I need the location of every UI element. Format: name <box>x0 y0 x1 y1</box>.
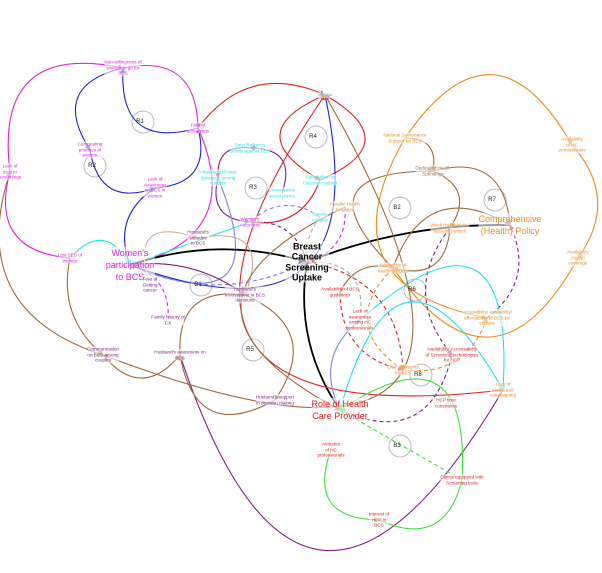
link-bcsu-to-oop <box>306 261 406 371</box>
node-dedicated: Dedicated Health Spendings <box>415 165 451 177</box>
loop-label-r6: R6 <box>408 287 416 293</box>
node-gender: Gender equality <box>312 211 328 223</box>
node-role: Role of Health Care Provider <box>311 397 369 423</box>
link-lacktrust-to-communication <box>0 171 104 357</box>
link-stigma-to-communication <box>102 94 414 408</box>
link-interest-to-clinics <box>378 479 464 530</box>
loop-label-b1: B1 <box>194 282 202 288</box>
loop-label-b3: B3 <box>393 443 401 449</box>
node-fear: Fear of screenings <box>186 122 210 134</box>
node-husattitude: Husband's attitudes to BCS <box>187 229 209 247</box>
node-national: National Governance Support for BCS <box>383 132 427 144</box>
node-oop: OOP payments for BCS <box>387 364 419 376</box>
link-lowses-to-lacktrust <box>4 171 71 259</box>
node-stigma: Stigma <box>317 92 333 98</box>
link-hussupport-to-husaware <box>178 354 276 416</box>
node-comprehensive: Comprehensive (Health) Policy <box>478 212 542 238</box>
node-media: Lack of Media and campaigning <box>489 381 517 399</box>
link-media-to-husaware <box>178 354 504 551</box>
node-lacktrust: Lack of trust in screenings <box>0 163 22 181</box>
node-weak: Weak Health/social security System <box>430 222 470 234</box>
link-dedicated-to-weak <box>432 170 461 229</box>
loop-label-r3: R3 <box>249 185 257 191</box>
loop-label-r5: R5 <box>246 347 254 353</box>
link-national-to-availhcp <box>404 74 573 146</box>
link-nonwill-to-compete <box>74 67 124 151</box>
link-attitudes-to-interest <box>324 449 380 523</box>
loop-label-r4: R4 <box>309 134 317 140</box>
loop-label-r2: R2 <box>88 163 96 169</box>
link-lackawarehc-to-media <box>359 265 507 391</box>
loop-circle-b2 <box>388 196 412 220</box>
node-hcptime: HCP time constraints <box>434 397 458 409</box>
node-husinvolve: Husband's involvement in BCS decisions <box>224 286 266 304</box>
node-screentech: Availability/ Accessability of Screening… <box>425 346 479 364</box>
node-bcsu: Breast Cancer Screening Uptake <box>285 241 329 283</box>
node-budgets: Availability of health budgets <box>377 262 409 274</box>
loop-label-r1: R1 <box>136 119 144 125</box>
loop-label-r7: R7 <box>488 197 496 203</box>
node-imbalanced: Imbalanced Power dynamics among couples <box>198 169 238 187</box>
node-communication: Communication on BCS among couples <box>87 346 119 364</box>
loop-label-r8: R8 <box>414 372 422 378</box>
loop-circle-r5 <box>241 338 265 362</box>
node-lackaware: Lack of Awareness on BCS in women <box>143 176 167 200</box>
node-conservative: Conservative social norms <box>268 187 296 199</box>
node-clinics: Clinics equipped with Screening tools <box>440 474 484 486</box>
node-strict: Strict Religious beliefs against BCS <box>229 142 271 154</box>
node-autonomy: Women's Autonomy <box>239 216 261 228</box>
loop-circle-r7 <box>483 188 507 212</box>
node-parallel: Parallel Health Priorities <box>330 201 360 213</box>
link-availhcp-to-coverage <box>571 144 599 259</box>
node-attitudes: Attitudes of HC professionals <box>317 441 345 459</box>
node-family: Family history of CX <box>151 314 185 326</box>
loop-circle-r1 <box>131 110 155 134</box>
node-paternal: Paternalism in Decision making <box>303 174 337 186</box>
link-coverage-to-budgets <box>392 257 579 338</box>
node-nonwill: Non-willingness of women to go for BCS <box>104 59 142 77</box>
node-lackawarehc: Lack of awareness among HC professionals <box>346 308 374 332</box>
link-clinics-to-role <box>339 409 463 481</box>
node-guidelines: Availability of BCS guidelines <box>321 286 359 298</box>
node-compete: Compeating priorities of women <box>77 141 103 159</box>
link-national-to-access <box>375 137 488 320</box>
link-role-to-bcsu <box>301 261 341 411</box>
link-husattitude-to-husinvolve <box>197 235 254 296</box>
link-clinics-to-role <box>339 378 464 481</box>
link-lacktrust-to-nonwill <box>7 62 124 173</box>
link-communication-to-husaware <box>102 354 181 379</box>
node-husaware: Husband's awareness on BCS <box>154 349 206 361</box>
loop-circle-r3 <box>244 176 268 200</box>
loop-circle-r4 <box>304 125 328 149</box>
link-weak-to-screentech <box>425 227 453 356</box>
link-fear-to-nonwill <box>119 67 199 134</box>
link-budgets-to-oop <box>366 267 404 371</box>
node-availhcp: Availability of HC professionals <box>558 136 586 154</box>
loop-label-b2: B2 <box>393 205 401 211</box>
node-access: Accessibility/ availability/ affordabili… <box>461 309 513 327</box>
link-parallel-to-role <box>240 206 346 411</box>
node-fearcancer: Fear of Getting cancer <box>142 276 158 294</box>
link-stigma-to-paternal <box>279 94 326 181</box>
link-fear-to-stigma <box>197 82 326 129</box>
link-paternal-to-stigma <box>319 94 366 181</box>
node-coverage: Availability Health coverage <box>566 249 590 267</box>
loop-circle-b3 <box>388 434 412 458</box>
node-hussupport: Husband's support in decision making <box>255 394 295 406</box>
link-budgets-to-dedicated <box>352 168 434 269</box>
node-interest: Interest of HCP in BCS <box>368 511 390 529</box>
link-lowses-to-communication <box>66 257 104 356</box>
link-womenpart-to-bcsu <box>129 248 308 266</box>
link-access-to-comprehensive <box>486 224 520 319</box>
node-lowses: Low SES of women <box>57 252 83 264</box>
